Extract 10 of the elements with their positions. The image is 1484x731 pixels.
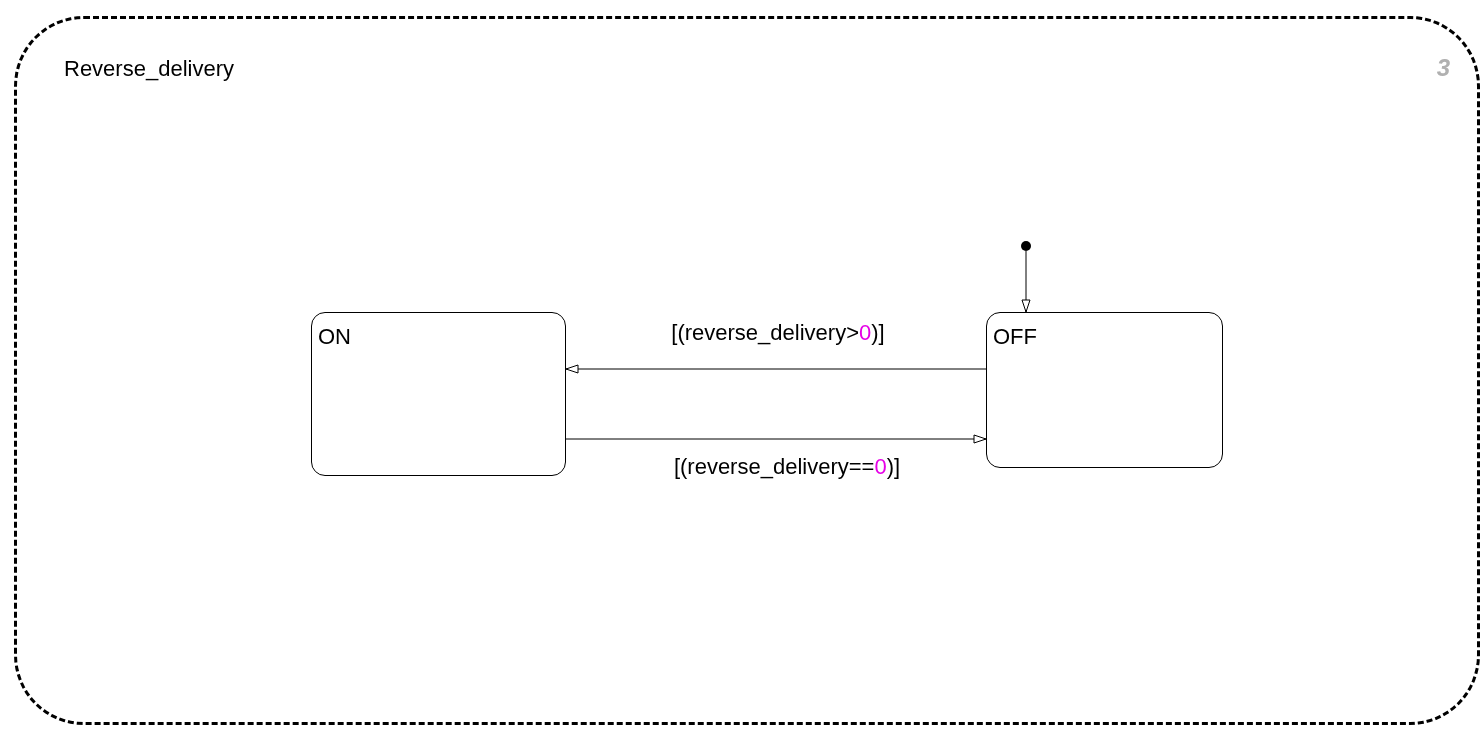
state-name: Reverse_delivery <box>64 55 234 83</box>
transition-arrow <box>565 434 987 444</box>
state-box <box>311 312 566 476</box>
state-name: OFF <box>993 323 1037 351</box>
state-container <box>14 16 1480 725</box>
state-box <box>986 312 1223 468</box>
transition-arrow <box>1021 250 1031 313</box>
transition-arrow <box>565 364 987 374</box>
state-name: ON <box>318 323 351 351</box>
chart-number: 3 <box>1436 56 1450 80</box>
